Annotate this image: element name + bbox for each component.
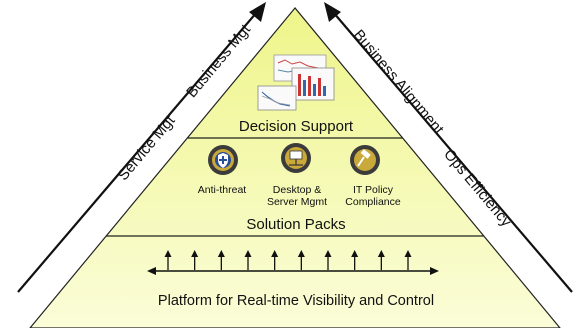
platform-up-arrow xyxy=(377,250,385,270)
platform-up-arrow xyxy=(404,250,412,270)
platform-arrows xyxy=(147,250,439,275)
platform-arrowhead-left xyxy=(147,267,156,275)
platform-up-arrow xyxy=(297,250,305,270)
solution-pack-desktop-server xyxy=(281,143,311,173)
solution-pack-anti-threat xyxy=(208,145,238,175)
platform-up-arrow xyxy=(351,250,359,270)
pack-label-desktop-line1: Desktop & xyxy=(273,184,321,196)
right-side-arrow xyxy=(324,2,573,293)
gavel-icon xyxy=(357,149,371,167)
platform-up-arrow xyxy=(217,250,225,270)
pack-label-anti-threat: Anti-threat xyxy=(198,184,247,196)
platform-up-arrow xyxy=(324,250,332,270)
solution-pack-it-policy xyxy=(350,145,380,175)
bar-chart-thumbnail-icon xyxy=(291,67,335,101)
platform-up-arrow xyxy=(191,250,199,270)
decision-support-label: Decision Support xyxy=(239,118,354,135)
platform-up-arrow xyxy=(271,250,279,270)
solution-packs-label: Solution Packs xyxy=(246,216,345,233)
line-chart-thumbnail-icon xyxy=(257,85,297,111)
monitor-network-icon xyxy=(289,150,303,166)
pack-label-policy-line1: IT Policy xyxy=(353,184,394,196)
pack-label-policy-line2: Compliance xyxy=(345,196,401,208)
platform-arrowhead-right xyxy=(430,267,439,275)
platform-up-arrow xyxy=(164,250,172,270)
platform-up-arrow xyxy=(244,250,252,270)
decision-support-charts xyxy=(257,54,335,111)
pack-label-desktop-line2: Server Mgmt xyxy=(267,196,327,208)
left-side-arrow xyxy=(17,2,266,293)
platform-label: Platform for Real-time Visibility and Co… xyxy=(158,293,434,309)
